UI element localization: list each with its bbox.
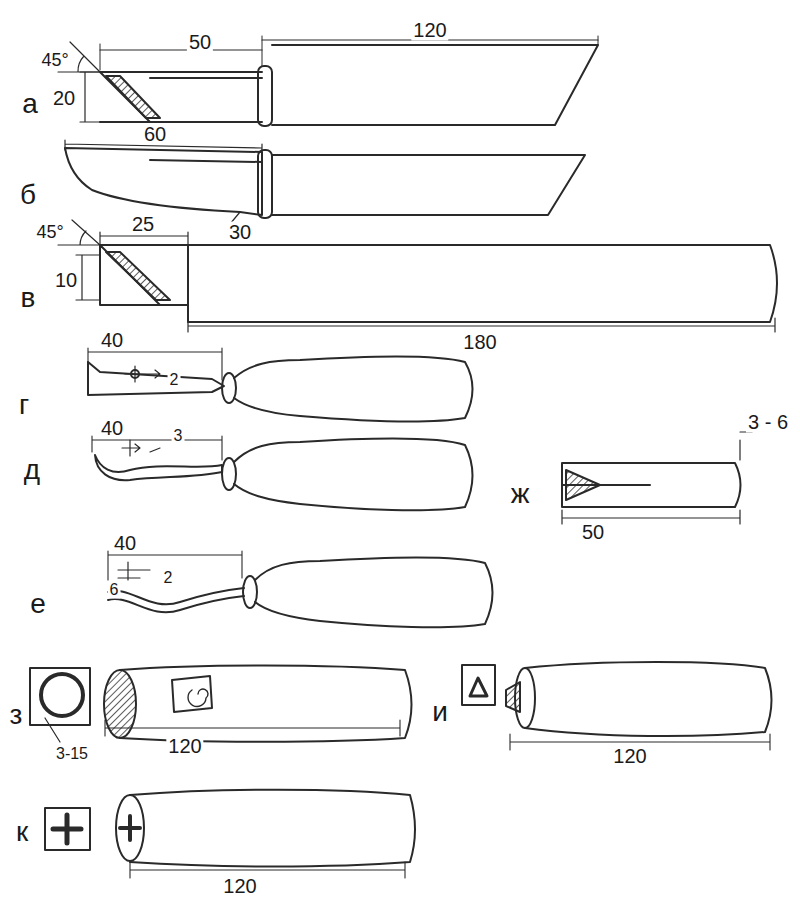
dimension-label: 10: [53, 270, 79, 291]
dimension-label: 50: [187, 32, 213, 53]
dimension-label: 3: [172, 428, 185, 445]
dimension-label: 45°: [34, 223, 65, 242]
figure-letter: к: [14, 817, 30, 846]
figure-letter: д: [22, 455, 42, 484]
figure-letter: ж: [509, 479, 532, 508]
dimension-label: 120: [166, 736, 203, 757]
dimension-label: 3 - 6: [746, 412, 790, 433]
dimension-label: 6: [108, 582, 121, 599]
dimension-label: 2: [168, 372, 181, 389]
dimension-label: 25: [130, 214, 156, 235]
dimension-label: 2: [162, 570, 175, 587]
figure-letter: е: [28, 589, 48, 618]
figure-letter: и: [430, 697, 450, 726]
figure-letter: г: [17, 390, 31, 419]
figure-letter: в: [19, 283, 38, 312]
dimension-label: 180: [461, 332, 498, 353]
dimension-label: 40: [112, 533, 138, 554]
dimension-label: 45°: [39, 51, 70, 70]
figure-letter: б: [18, 180, 38, 209]
dimension-label: 120: [611, 746, 648, 767]
figure-letter: з: [8, 700, 25, 729]
dimension-label: 40: [99, 330, 125, 351]
dimension-label: 20: [51, 88, 77, 109]
dimension-label: 30: [227, 222, 253, 243]
dimension-label: 40: [99, 418, 125, 439]
dimension-label: 3-15: [54, 746, 90, 763]
dimension-label: 120: [221, 876, 258, 897]
figure-letter: а: [20, 89, 40, 118]
dimension-label: 120: [411, 20, 448, 41]
dimension-label: 50: [580, 522, 606, 543]
dimension-label: 60: [142, 124, 168, 145]
